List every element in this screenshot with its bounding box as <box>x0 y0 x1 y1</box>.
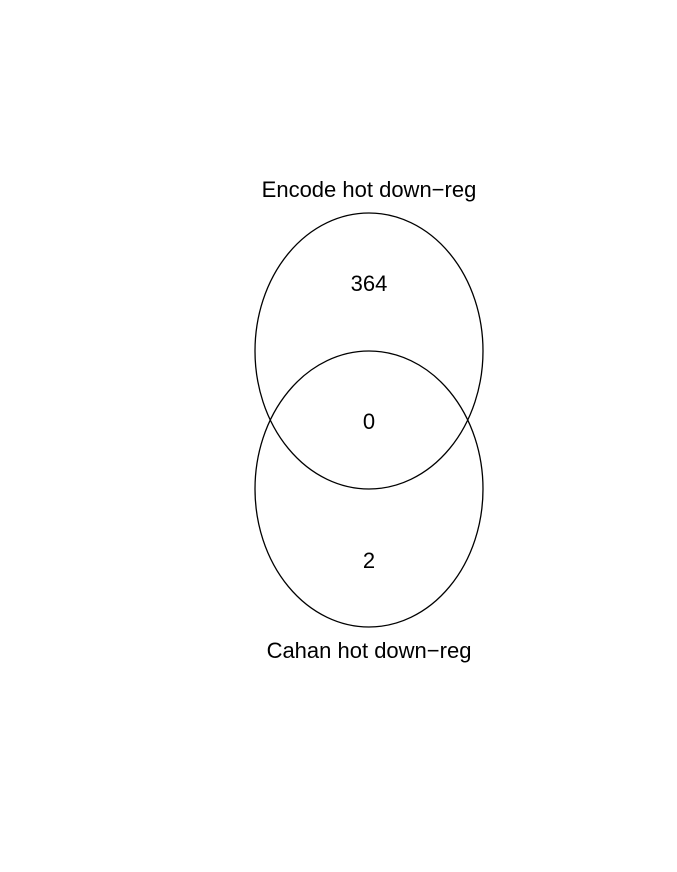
set-b-only-count: 2 <box>363 548 375 573</box>
set-b-circle <box>254 350 484 628</box>
set-b-label: Cahan hot down−reg <box>267 638 472 663</box>
set-a-label: Encode hot down−reg <box>262 177 477 202</box>
set-a-circle <box>254 212 484 490</box>
set-a-only-count: 364 <box>351 271 388 296</box>
intersection-count: 0 <box>363 409 375 434</box>
